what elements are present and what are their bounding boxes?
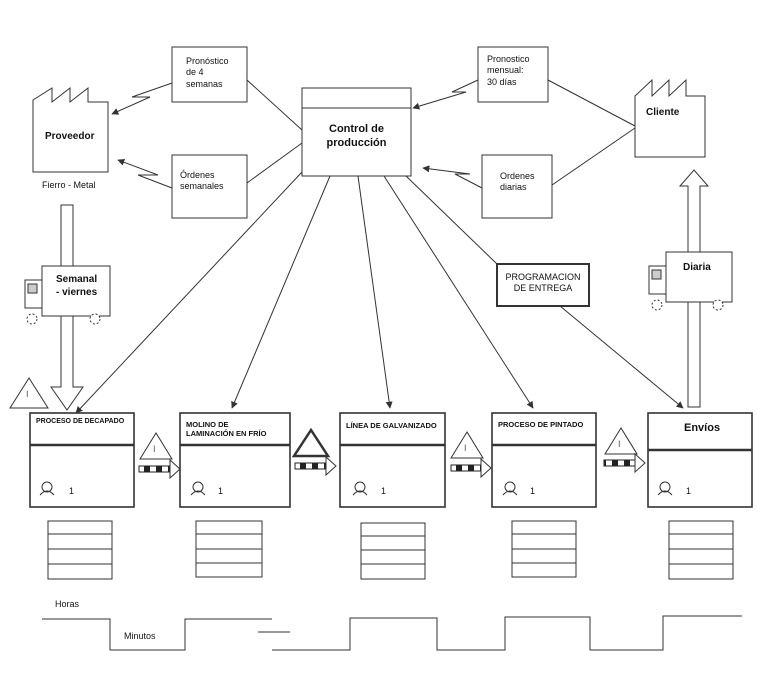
data-box-5 — [668, 520, 734, 580]
process-3-name: LÍNEA DE GALVANIZADO — [346, 421, 437, 430]
operator-icon — [39, 481, 55, 496]
process-3-operators: 1 — [381, 486, 387, 496]
inventory-triangle-icon — [291, 427, 331, 458]
daily-orders-to-control-arrow — [422, 165, 483, 189]
weekly-orders-to-supplier-arrow — [117, 158, 173, 189]
supplier-factory-icon — [32, 86, 109, 173]
inventory-triangle-icon — [139, 432, 173, 460]
outbound-truck-label: Diaria — [683, 262, 711, 273]
operator-icon — [352, 481, 368, 496]
timeline-minutes-label: Minutos — [124, 631, 156, 641]
monthly-forecast-box — [477, 46, 549, 103]
data-box-1 — [47, 520, 113, 580]
monthly-forecast-label: Pronostico mensual: 30 días — [487, 54, 530, 87]
operator-icon — [502, 481, 518, 496]
inventory-1-symbol: I — [26, 389, 29, 399]
customer-name: Cliente — [646, 107, 680, 118]
data-box-4 — [511, 520, 577, 578]
process-4-name: PROCESO DE PINTADO — [498, 420, 584, 429]
inbound-truck-label: Semanal - viernes — [56, 274, 98, 298]
operator-icon — [657, 481, 673, 496]
push-arrow — [294, 455, 337, 477]
inventory-triangle-icon — [9, 377, 49, 409]
inventory-triangle-icon — [450, 431, 484, 459]
supplier-name: Proveedor — [45, 131, 95, 142]
supplier-material: Fierro - Metal — [42, 180, 96, 190]
process-2-name: MOLINO DE LAMINACIÓN EN FRÍO — [186, 420, 267, 439]
process-1-operators: 1 — [69, 486, 75, 496]
inbound-truck-box — [41, 265, 111, 317]
production-control-box — [301, 87, 412, 177]
push-arrow — [450, 457, 492, 479]
forecast-4w-label: Pronóstico de 4 semanas — [186, 56, 229, 89]
data-box-2 — [195, 520, 263, 578]
timeline-hours-label: Horas — [55, 599, 80, 609]
process-4-operators: 1 — [530, 486, 536, 496]
process-2-operators: 1 — [218, 486, 224, 496]
timeline — [42, 618, 272, 651]
inventory-4-symbol: I — [464, 443, 467, 453]
process-5-name: Envíos — [684, 422, 721, 434]
operator-icon — [190, 481, 206, 496]
monthly-forecast-to-control-arrow — [412, 79, 479, 110]
production-control-title: Control de producción — [326, 123, 387, 149]
inventory-5-symbol: I — [618, 439, 621, 449]
daily-orders-box — [481, 154, 553, 219]
delivery-schedule-box — [496, 263, 590, 307]
inventory-triangle-icon — [604, 427, 638, 455]
push-arrow — [603, 452, 646, 474]
process-box-1 — [29, 412, 135, 508]
forecast-4w-box — [171, 46, 248, 103]
delivery-schedule-label: PROGRAMACION DE ENTREGA — [505, 272, 581, 294]
push-arrow — [138, 458, 181, 480]
forecast-to-supplier-arrow — [111, 82, 173, 115]
weekly-orders-box — [171, 154, 248, 219]
daily-orders-label: Ordenes diarias — [500, 171, 535, 193]
process-5-operators: 1 — [686, 486, 692, 496]
process-1-name: PROCESO DE DECAPADO — [36, 418, 125, 425]
inventory-2-symbol: I — [153, 444, 156, 454]
data-box-3 — [360, 522, 426, 580]
outbound-truck-box — [665, 251, 733, 303]
weekly-orders-label: Órdenes semanales — [180, 170, 224, 192]
customer-factory-icon — [634, 78, 706, 158]
